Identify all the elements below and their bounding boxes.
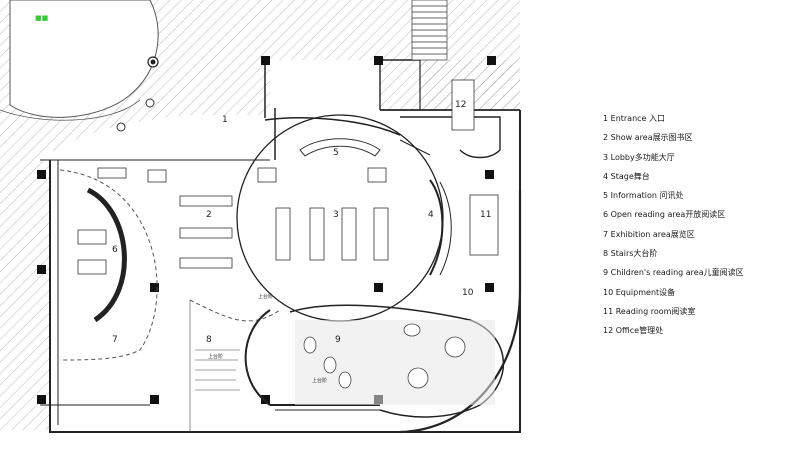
entrance-curve <box>264 117 401 136</box>
display-cases <box>97 167 387 183</box>
legend: 1 Entrance 入口 2 Show area展示图书区 3 Lobby多功… <box>603 109 793 341</box>
room-label-12: 12 <box>455 100 466 110</box>
reading-area-dashed <box>59 169 158 361</box>
pond-edge <box>0 99 141 121</box>
show-area-shelves <box>179 195 233 269</box>
stair-note: 上台阶 <box>312 377 327 384</box>
room-label-3: 3 <box>333 210 339 220</box>
room-label-9: 9 <box>335 335 341 345</box>
reading-room <box>469 194 499 256</box>
childrens-area-wall <box>289 304 505 418</box>
stair-note: 上台阶 <box>258 293 273 300</box>
room-labels: 1 2 3 4 5 6 7 8 9 10 11 12 <box>112 100 491 345</box>
room-label-10: 10 <box>462 288 474 298</box>
legend-item: 6 Open reading area开放阅读区 <box>603 210 726 220</box>
legend-item: 2 Show area展示图书区 <box>603 133 693 143</box>
light-post-2 <box>145 98 155 108</box>
room-label-8: 8 <box>206 335 212 345</box>
legend-item: 8 Stairs大台阶 <box>603 249 658 259</box>
grand-stairs <box>189 300 271 432</box>
light-post-core <box>150 59 156 65</box>
room-label-7: 7 <box>112 335 118 345</box>
legend-item: 5 Information 问讯处 <box>603 191 684 201</box>
room-label-1: 1 <box>222 115 228 125</box>
room-label-11: 11 <box>480 210 491 220</box>
info-desk <box>299 138 381 157</box>
stair-note: 上台阶 <box>208 353 223 360</box>
light-post-3 <box>116 122 126 132</box>
office-table <box>451 79 475 131</box>
stage-back <box>439 181 452 276</box>
green-mark: ■■ <box>35 14 48 22</box>
stage-front <box>429 179 444 276</box>
legend-item: 11 Reading room阅读室 <box>603 306 696 316</box>
legend-item: 1 Entrance 入口 <box>603 114 666 123</box>
room-label-5: 5 <box>333 148 339 158</box>
legend-item: 10 Equipment设备 <box>603 287 676 297</box>
room-label-4: 4 <box>428 210 434 220</box>
reading-tables <box>77 229 107 275</box>
legend-item: 7 Exhibition area展览区 <box>603 229 695 239</box>
lobby-benches <box>275 207 389 261</box>
legend-item: 12 Office管理处 <box>603 326 664 336</box>
reading-curved-shelf <box>86 187 127 323</box>
exhibition-dashed <box>189 299 281 322</box>
room-label-2: 2 <box>206 210 212 220</box>
childrens-pods <box>303 323 466 389</box>
room-label-6: 6 <box>112 245 118 255</box>
legend-item: 4 Stage舞台 <box>603 171 650 181</box>
legend-item: 9 Children's reading area儿童阅读区 <box>603 268 744 278</box>
pond <box>9 0 159 118</box>
top-stair <box>411 0 448 61</box>
legend-item: 3 Lobby多功能大厅 <box>603 152 675 162</box>
stair-notes: 上台阶 上台阶 上台阶 <box>208 293 327 384</box>
